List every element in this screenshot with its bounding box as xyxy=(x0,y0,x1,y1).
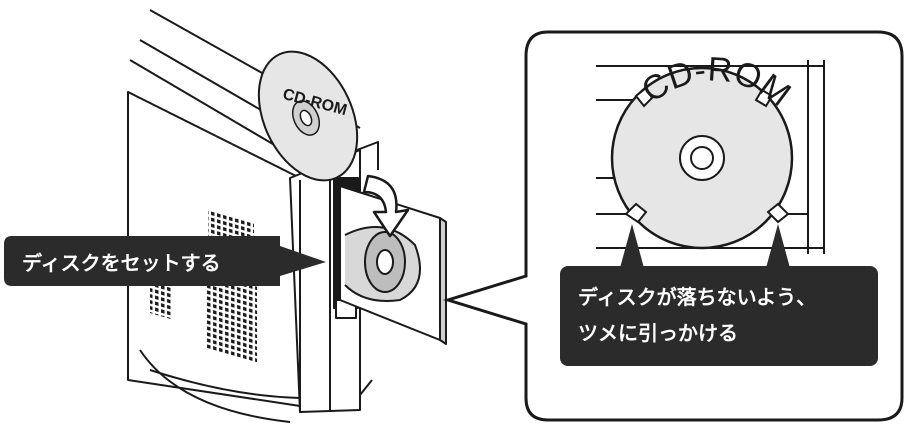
label-claws-line1: ディスクが落ちないよう、 xyxy=(578,285,816,309)
label-set-disc: ディスクをセットする xyxy=(22,251,221,275)
disc-tray xyxy=(339,185,447,345)
cd-rom-disc-falling: CD-ROM xyxy=(257,50,359,182)
label-claws-line2: ツメに引っかける xyxy=(578,321,738,345)
insert-arrow-icon xyxy=(362,174,410,238)
label-box-set-disc: ディスクをセットする xyxy=(4,236,326,286)
label-box-claws: ディスクが落ちないよう、 ツメに引っかける xyxy=(560,266,878,366)
